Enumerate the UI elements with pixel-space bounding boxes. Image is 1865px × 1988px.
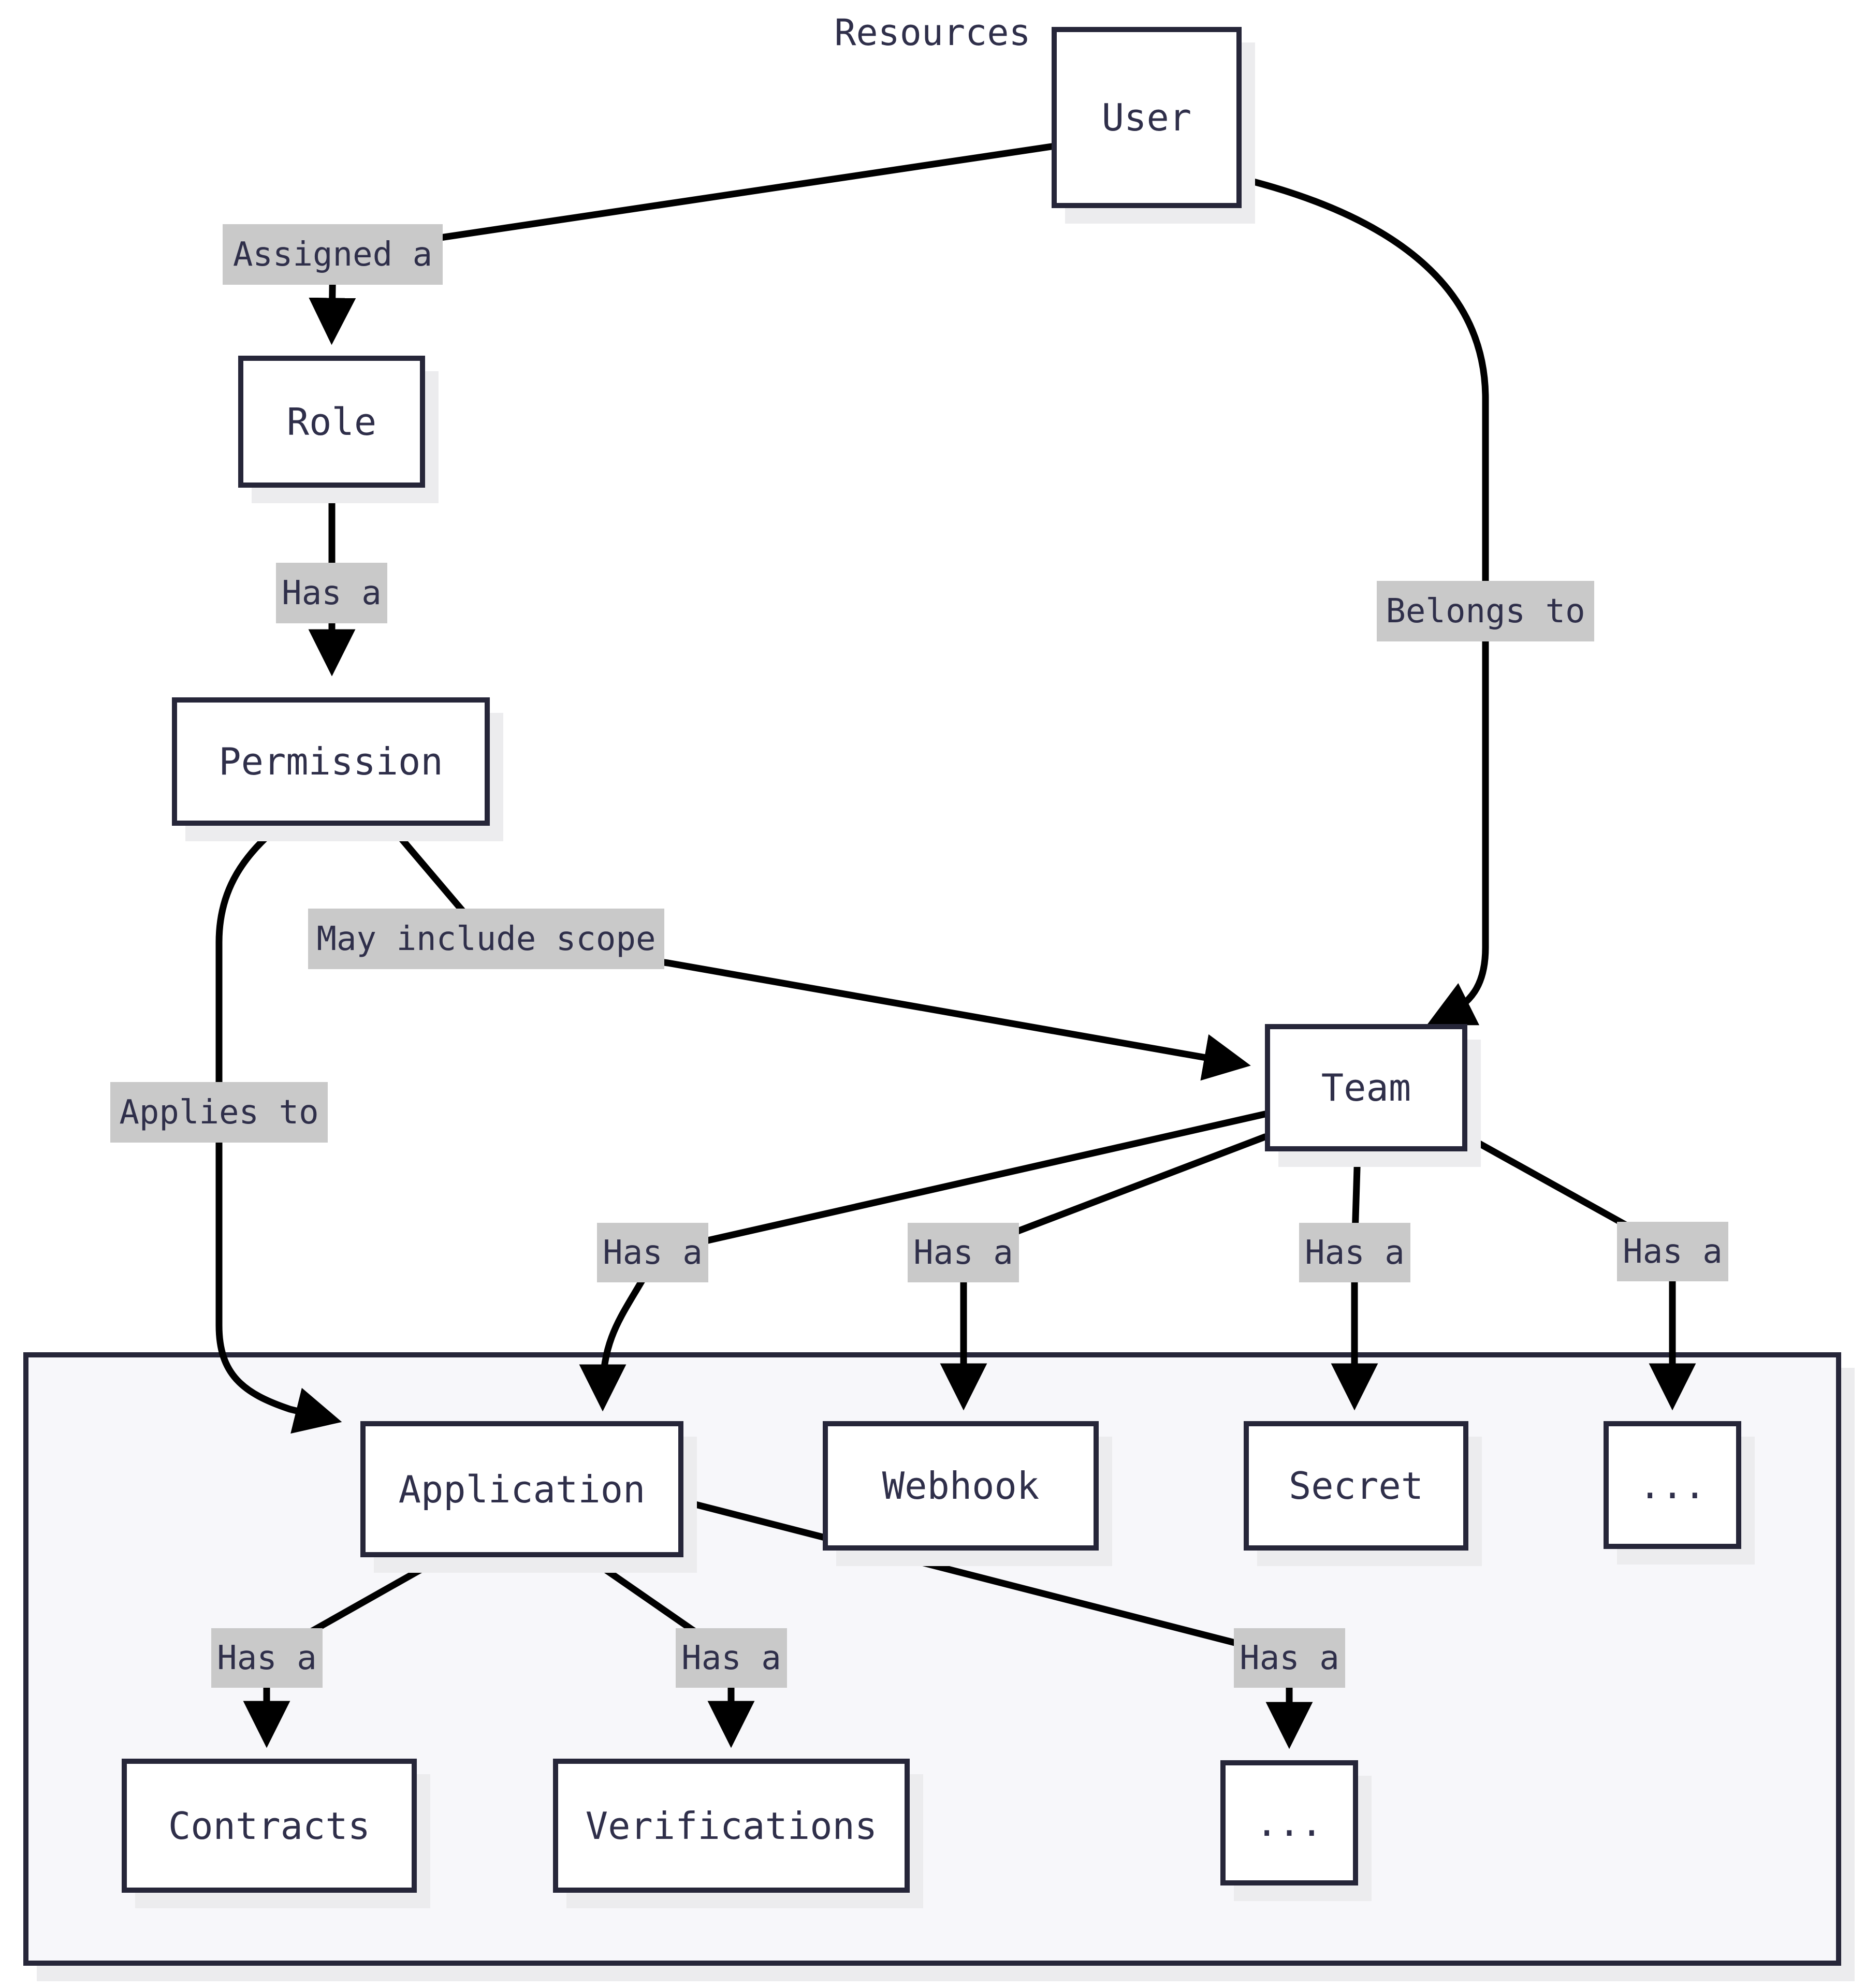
node-secret: Secret: [1244, 1421, 1468, 1551]
node-webhook: Webhook: [823, 1421, 1099, 1551]
node-user: User: [1052, 27, 1242, 208]
edge-label-has-a-team-webhook: Has a: [908, 1223, 1019, 1282]
node-application-label: Application: [398, 1467, 646, 1511]
node-role-label: Role: [286, 400, 377, 444]
edge-user-team: [1238, 175, 1489, 1026]
node-team-label: Team: [1321, 1066, 1411, 1109]
edge-label-has-a-role-permission: Has a: [276, 563, 387, 623]
node-application: Application: [360, 1421, 683, 1557]
node-permission-label: Permission: [218, 740, 443, 783]
node-application-ellipsis-label: ...: [1255, 1801, 1323, 1845]
node-application-ellipsis: ...: [1220, 1760, 1358, 1885]
edge-label-belongs-to: Belongs to: [1377, 581, 1594, 641]
edge-label-has-a-app-verifications: Has a: [676, 1628, 787, 1688]
edge-label-has-a-app-contracts: Has a: [211, 1628, 323, 1688]
node-team: Team: [1265, 1024, 1467, 1151]
node-user-label: User: [1101, 96, 1192, 139]
node-permission: Permission: [172, 697, 490, 826]
node-resource-ellipsis-label: ...: [1638, 1463, 1707, 1507]
node-secret-label: Secret: [1288, 1464, 1424, 1508]
node-contracts: Contracts: [122, 1759, 417, 1893]
node-contracts-label: Contracts: [168, 1804, 371, 1848]
edge-label-applies-to: Applies to: [110, 1082, 328, 1143]
edge-label-has-a-team-secret: Has a: [1299, 1223, 1410, 1282]
edge-label-may-include-scope: May include scope: [308, 909, 664, 969]
resources-subgraph-title: Resources: [834, 11, 1031, 54]
node-verifications: Verifications: [553, 1759, 910, 1893]
edge-label-assigned-a: Assigned a: [223, 224, 443, 285]
node-verifications-label: Verifications: [585, 1804, 878, 1848]
node-role: Role: [238, 356, 425, 488]
edge-label-has-a-team-application: Has a: [597, 1223, 708, 1282]
edge-label-has-a-team-more: Has a: [1617, 1222, 1728, 1281]
node-webhook-label: Webhook: [882, 1464, 1040, 1508]
node-resource-ellipsis: ...: [1604, 1421, 1741, 1549]
edge-label-has-a-app-more: Has a: [1234, 1628, 1345, 1688]
